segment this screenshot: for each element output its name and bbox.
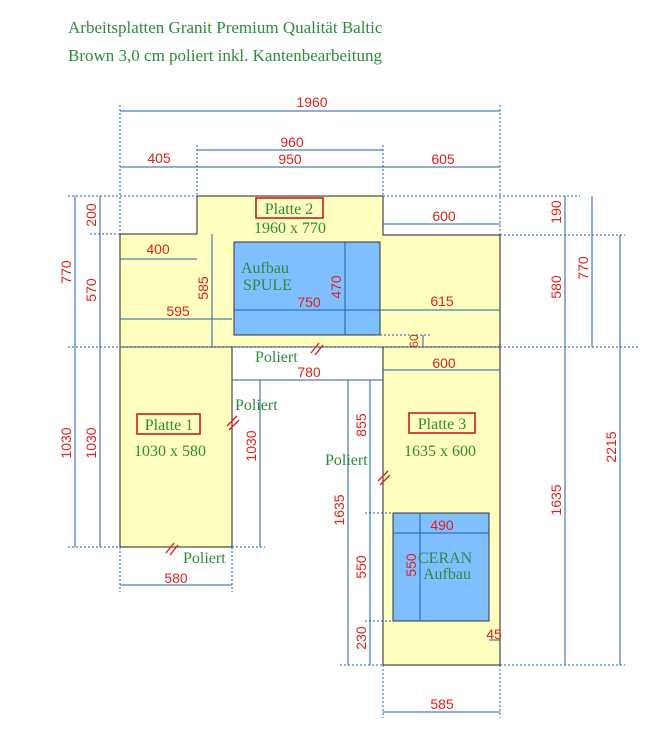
dim-190: 190: [548, 200, 564, 224]
polished-label-plate3-left: Poliert: [325, 452, 368, 469]
dim-1030-outer: 1030: [58, 427, 74, 458]
sink-label-line-1: Aufbau: [241, 260, 289, 277]
dim-470: 470: [328, 275, 344, 299]
dim-1635-right: 1635: [548, 484, 564, 515]
plate-1-name: Platte 1: [145, 417, 193, 434]
dim-595: 595: [166, 303, 190, 319]
plate-3-size: 1635 x 600: [404, 443, 476, 460]
plate-2-name-box: [255, 197, 324, 219]
dim-580-right: 580: [548, 275, 564, 299]
dim-600-top: 600: [432, 208, 456, 224]
dim-1030-inner: 1030: [83, 427, 99, 458]
sink-label-line-2: SPULE: [243, 277, 292, 294]
plate-2-name: Platte 2: [265, 201, 313, 218]
plate-1-size: 1030 x 580: [134, 443, 206, 460]
dim-1635-left: 1635: [331, 494, 347, 525]
dim-400: 400: [146, 241, 170, 257]
sink-cutout: [233, 241, 381, 336]
dim-770-right: 770: [575, 256, 591, 280]
dim-1960: 1960: [296, 94, 327, 110]
dim-490: 490: [430, 517, 454, 533]
plate-1-name-box: [136, 413, 201, 435]
dim-200: 200: [83, 203, 99, 227]
dim-960: 960: [280, 134, 304, 150]
dim-585-left: 585: [195, 276, 211, 300]
polished-label-plate1-bottom: Poliert: [183, 550, 226, 567]
dim-550-inner: 550: [403, 553, 419, 577]
cooktop-cutout: [392, 512, 490, 622]
dim-45: 45: [486, 626, 502, 642]
dim-950: 950: [278, 151, 302, 167]
cooktop-label-line-1: CERAN: [418, 550, 473, 567]
dim-780: 780: [297, 364, 321, 380]
plate-3-name: Platte 3: [418, 416, 466, 433]
plate-3-name-box: [408, 412, 476, 434]
title-line-2: Brown 3,0 cm poliert inkl. Kantenbearbei…: [68, 46, 382, 65]
dim-615: 615: [430, 293, 454, 309]
dim-570: 570: [83, 278, 99, 302]
dim-855: 855: [353, 413, 369, 437]
dim-750: 750: [297, 294, 321, 310]
dim-770-left: 770: [58, 260, 74, 284]
dim-405: 405: [147, 150, 171, 166]
plate-1-shape: [119, 346, 233, 548]
dim-550-outer: 550: [353, 555, 369, 579]
dim-600-p3: 600: [432, 355, 456, 371]
dim-230: 230: [353, 626, 369, 650]
dimension-lines: [68, 105, 640, 718]
dim-605: 605: [431, 151, 455, 167]
dim-1030-plate1: 1030: [243, 430, 259, 461]
plate-2-size: 1960 x 770: [254, 220, 326, 237]
dim-2215: 2215: [603, 431, 619, 462]
dim-585-bottom: 585: [430, 696, 454, 712]
dim-60: 60: [407, 334, 421, 348]
polish-marks: [165, 342, 391, 556]
polished-label-top: Poliert: [255, 349, 298, 366]
drawing-title: Arbeitsplatten Granit Premium Qualität B…: [68, 14, 382, 70]
cooktop-label-line-2: Aufbau: [423, 566, 471, 583]
polished-label-plate1-right: Poliert: [235, 397, 278, 414]
dim-580-bottom: 580: [164, 570, 188, 586]
title-line-1: Arbeitsplatten Granit Premium Qualität B…: [68, 18, 383, 37]
